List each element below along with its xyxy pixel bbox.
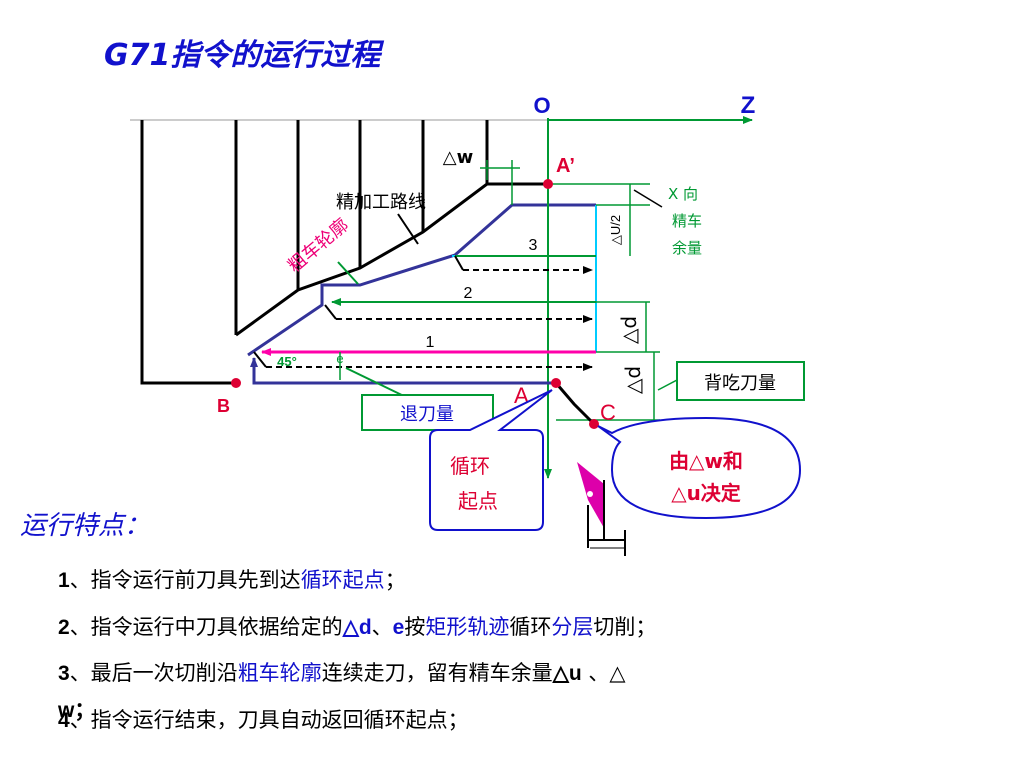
retract-label: 退刀量 — [400, 404, 454, 425]
feature-item-4: 4、指令运行结束，刀具自动返回循环起点； — [58, 708, 469, 732]
retract-leader — [345, 367, 409, 399]
point-c-label: C — [600, 400, 616, 425]
workpiece-outline — [140, 120, 236, 385]
feature-item-3: 3、最后一次切削沿粗车轮廓连续走刀，留有精车余量△u 、△ — [58, 661, 626, 685]
determined-label-1: 由△w和 — [669, 449, 743, 473]
a-to-c-path — [554, 382, 596, 426]
feature-item-3-overflow: w； — [58, 699, 96, 722]
features-heading: 运行特点： — [20, 511, 151, 541]
delta-d-upper-label: △d — [617, 316, 641, 344]
pass-1-label: 1 — [426, 334, 435, 351]
delta-u2-label: △U/2 — [608, 215, 623, 245]
retract-box — [361, 394, 494, 431]
determined-label-2: △u决定 — [671, 481, 741, 505]
pass-2-retract — [324, 304, 337, 320]
depth-of-cut-label: 背吃刀量 — [704, 373, 776, 394]
e-symbol: e — [336, 351, 343, 366]
cycle-return-path — [250, 357, 556, 385]
cycle-start-label-2: 起点 — [458, 489, 498, 513]
g71-diagram: O Z X 3 2 1 45° e △w △U/2 X 向 精车 余量 △d △… — [130, 92, 805, 556]
x-allowance-label-3: 余量 — [672, 239, 702, 257]
point-b — [231, 378, 241, 388]
depth-of-cut-leader — [657, 379, 678, 391]
finishing-path-label: 精加工路线 — [336, 192, 426, 213]
delta-d-lower-label: △d — [621, 366, 645, 394]
pass-1-retract — [253, 351, 267, 368]
point-a-label: A — [514, 383, 529, 408]
x-allowance-label-2: 精车 — [672, 212, 702, 230]
axis-o-label: O — [533, 93, 550, 118]
pass-3-retract — [454, 255, 464, 271]
x-allowance-label-1: X 向 — [668, 185, 698, 203]
point-a-prime-label: A’ — [556, 155, 575, 177]
pass-2-label: 2 — [464, 285, 473, 302]
finishing-path — [235, 182, 548, 337]
determined-callout — [597, 416, 802, 520]
point-c — [589, 419, 599, 429]
feature-item-1: 1、指令运行前刀具先到达循环起点； — [58, 568, 406, 592]
page-title: G71指令的运行过程 — [104, 38, 381, 73]
cutting-tool-icon — [577, 462, 626, 556]
angle-45-label: 45° — [277, 354, 297, 369]
feature-item-2: 2、指令运行中刀具依据给定的△d、e按矩形轨迹循环分层切削； — [58, 615, 657, 639]
delta-w-label: △w — [443, 147, 473, 168]
point-a — [551, 378, 561, 388]
point-a-prime — [543, 179, 553, 189]
axis-z-label: Z — [741, 92, 756, 119]
point-b-label: B — [217, 396, 230, 416]
pass-3-label: 3 — [529, 237, 538, 254]
rough-contour-leader — [337, 261, 359, 285]
finishing-path-leader — [397, 213, 419, 245]
cycle-start-label-1: 循环 — [450, 454, 490, 478]
x-allowance-leader — [633, 189, 663, 208]
depth-of-cut-box — [676, 361, 805, 401]
cycle-start-callout — [429, 389, 553, 531]
